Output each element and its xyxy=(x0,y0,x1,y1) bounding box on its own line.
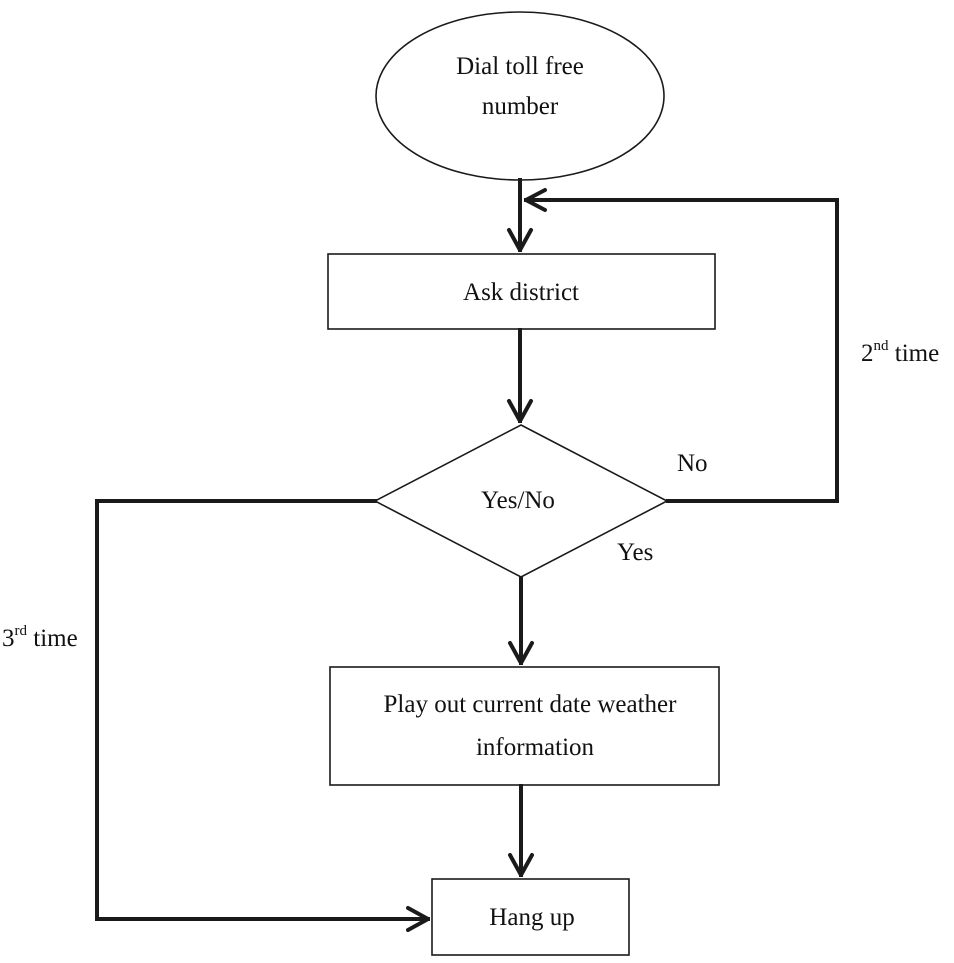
third-time-line xyxy=(95,499,430,921)
second-time-number: 2 xyxy=(861,340,874,367)
play-weather-label-line1: Play out current date weather xyxy=(384,691,678,718)
arrow-left-icon xyxy=(524,188,547,212)
connector-decision-to-play xyxy=(508,576,534,665)
start-label-line2: number xyxy=(482,93,559,120)
decision-label: Yes/No xyxy=(481,487,555,514)
connector-play-to-hangup xyxy=(508,784,534,877)
play-weather-box xyxy=(329,666,720,786)
connector-third-time xyxy=(95,499,430,932)
ask-district-label: Ask district xyxy=(463,279,579,306)
connector-ask-to-decision xyxy=(507,328,533,423)
start-label-line1: Dial toll free xyxy=(456,53,584,80)
decision-node: Yes/No xyxy=(373,424,669,578)
connector-start-to-ask xyxy=(507,178,533,252)
arrow-down-icon xyxy=(508,641,534,665)
no-label: No xyxy=(677,450,708,477)
second-time-suffix: nd xyxy=(874,338,890,354)
arrow-down-icon xyxy=(507,399,533,423)
third-time-label: 3rd time xyxy=(2,623,78,652)
third-time-number: 3 xyxy=(2,625,15,652)
hang-up-label: Hang up xyxy=(489,904,574,931)
arrow-down-icon xyxy=(507,228,533,252)
play-weather-label-line2: information xyxy=(476,734,595,761)
second-time-label: 2nd time xyxy=(861,338,939,367)
ask-district-node: Ask district xyxy=(327,253,716,330)
ask-district-box xyxy=(327,253,716,330)
third-time-word: time xyxy=(27,625,78,652)
hang-up-box xyxy=(431,878,630,956)
yes-label: Yes xyxy=(617,539,653,566)
connector-no-loop xyxy=(524,188,839,503)
second-time-word: time xyxy=(889,340,940,367)
third-time-suffix: rd xyxy=(15,623,28,639)
play-weather-node: Play out current date weather informatio… xyxy=(329,666,720,786)
hang-up-node: Hang up xyxy=(431,878,630,956)
start-node: Dial toll free number xyxy=(375,11,665,181)
arrow-down-icon xyxy=(508,853,534,877)
loop-line xyxy=(524,198,839,503)
arrow-right-icon xyxy=(406,906,430,932)
